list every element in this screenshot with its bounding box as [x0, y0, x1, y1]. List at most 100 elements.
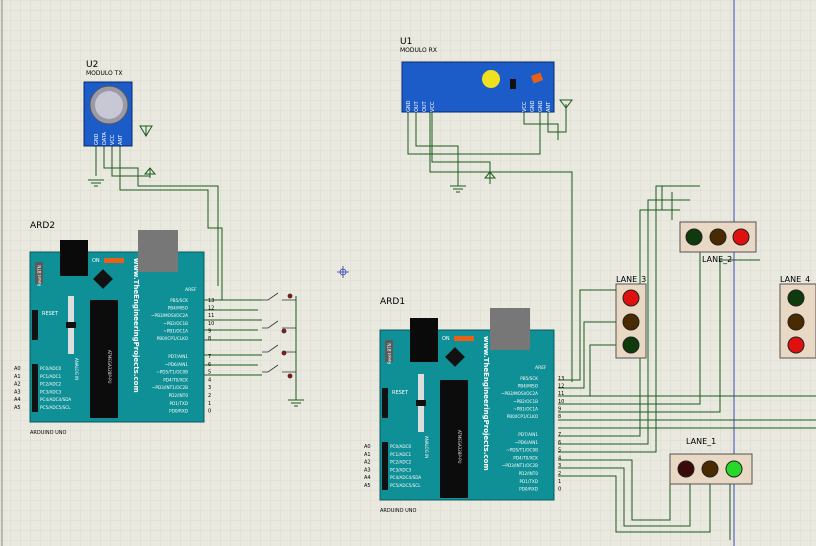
ard2-analog-label: PC0/ADC0: [40, 366, 62, 371]
ard1-pin-label: ~PB1/OC1A: [513, 406, 538, 411]
ard1-analog-number: A0: [364, 444, 371, 450]
lane-1-red-lamp: [677, 460, 695, 478]
ard2-pin-number: 4: [208, 377, 211, 383]
ard2-analog-label: PC4/ADC4/SDA: [40, 397, 71, 402]
arduino-ard2[interactable]: ARD2 Reset BTN ON ATMEGA328P-PU www.TheE…: [29, 221, 205, 436]
u1-ref: U1: [400, 37, 412, 47]
ard2-pin-label: PB5/SCK: [170, 298, 188, 303]
ard1-ref: ARD1: [380, 297, 405, 307]
ard1-analog-label: PC1/ADC1: [390, 452, 412, 457]
pin-labels: PB5/SCK 13 PB4/MISO 1 2 ~PB3/MOSI/OC2A 11 ~PB2/…: [14, 298, 564, 493]
ard1-pin-number: 6: [558, 440, 561, 446]
lane-3-label: LANE_3: [616, 275, 646, 284]
lane-1-light[interactable]: LANE_1: [669, 437, 753, 485]
ard2-pin-number: 9: [208, 328, 211, 334]
ard2-pin-label: ~PD3/INT1/OC2B: [152, 385, 188, 390]
u2-name: MODULO TX: [86, 70, 122, 77]
tx-module-u2[interactable]: U2 MODULO TX GND DATA VCC ANT: [83, 60, 157, 178]
ard2-pin-label: PD4/T0/XCK: [163, 377, 188, 382]
lane-2-red-lamp: [732, 228, 750, 246]
ard1-pin-number: 10: [558, 399, 564, 405]
ard2-pin-label: PD1/TXD: [170, 401, 188, 406]
ard2-ref: ARD2: [30, 221, 55, 231]
u1-pin-out-1: OUT: [414, 100, 420, 112]
ard2-chip-label: ATMEGA328P-PU: [107, 350, 112, 383]
ard1-pin-number: 4: [558, 455, 561, 461]
ard2-pin-number: 10: [208, 321, 214, 327]
lane-3-amber-lamp: [622, 313, 640, 331]
lane-1-label: LANE_1: [686, 437, 716, 446]
ard1-analog-label: PC2/ADC2: [390, 460, 412, 465]
ard1-part: ARDUINO UNO: [380, 508, 417, 514]
u1-pin-gnd-right-1: GND: [530, 100, 536, 112]
ard2-pin-number: 0: [208, 409, 211, 415]
lane-2-light[interactable]: LANE_2: [679, 221, 757, 264]
ard1-analog-in: ANALOG IN: [424, 436, 429, 458]
ard1-pin-label: PB0/ICP1/CLKO: [507, 414, 539, 419]
lane-4-label: LANE_4: [780, 275, 810, 284]
rx-module-u1[interactable]: U1 MODULO RX GND OUT OUT VCC VCC GND GND…: [400, 37, 573, 184]
lane-4-green-lamp: [787, 289, 805, 307]
u2-ref: U2: [86, 60, 98, 70]
lane-2-green-lamp: [685, 228, 703, 246]
ard1-pin-number: 7: [558, 432, 561, 438]
u1-antenna-icon: [559, 99, 573, 109]
ard1-analog-label: PC4/ADC4/SDA: [390, 475, 421, 480]
ard1-aref: AREF: [535, 365, 547, 371]
ard2-part: ARDUINO UNO: [30, 430, 67, 436]
u2-pin-ant: ANT: [118, 134, 124, 145]
ard1-analog-number: A1: [364, 452, 371, 458]
ard1-on-label: ON: [442, 336, 450, 342]
ard2-pin-label: ~PB1/OC1A: [163, 328, 188, 333]
lane-1-amber-lamp: [701, 460, 719, 478]
lane-1-green-lamp: [725, 460, 743, 478]
lane-4-light[interactable]: LANE_4: [779, 275, 816, 359]
lane-4-red-lamp: [787, 336, 805, 354]
ard2-pin-label: ~PD6/AIN1: [165, 362, 189, 367]
ard2-reset-label: RESET: [42, 311, 59, 317]
ard1-pin-label: ~PD3/INT1/OC2B: [502, 463, 538, 468]
ard2-pin-label: ~PB2/OC1B: [163, 321, 188, 326]
u1-pin-vcc-right: VCC: [522, 101, 528, 112]
ard1-analog-label: PC5/ADC5/SCL: [390, 483, 421, 488]
lane-2-amber-lamp: [709, 228, 727, 246]
ard2-pin-label: PD2/INT0: [169, 393, 189, 398]
ard1-pin-number: 11: [558, 391, 564, 397]
ard2-analog-number: A4: [14, 397, 21, 403]
ard1-pin-number: 13: [558, 376, 564, 382]
u1-pin-vcc-left: VCC: [430, 101, 436, 112]
ard1-pin-number: 1: [558, 479, 561, 485]
ard2-analog-label: PC5/ADC5/SCL: [40, 405, 71, 410]
arduino-ard1[interactable]: ARD1 Reset BTN ON ATMEGA328P-PU www.TheE…: [379, 297, 555, 514]
ard2-pin-number: 11: [208, 313, 214, 319]
u2-pin-data: DATA: [102, 132, 108, 145]
ard1-analog-number: A5: [364, 483, 371, 489]
ard2-pin-number: 1: [208, 401, 211, 407]
ard2-reset-btn: Reset BTN: [37, 265, 42, 286]
ard1-pin-label: PB5/SCK: [520, 376, 538, 381]
ard1-analog-number: A2: [364, 460, 371, 466]
ard1-pin-number: 5: [558, 448, 561, 454]
ard2-switches[interactable]: [262, 292, 296, 379]
lane-3-green-lamp: [622, 336, 640, 354]
ard1-pin-label: ~PB2/OC1B: [513, 399, 538, 404]
ard2-analog-number: A5: [14, 405, 21, 411]
ard2-analog-in: ANALOG IN: [74, 358, 79, 380]
u2-pin-gnd: GND: [94, 133, 100, 145]
ard2-brand: www.TheEngineeringProjects.com: [132, 258, 140, 393]
ard1-pin-label: ~PD6/AIN1: [515, 440, 539, 445]
ard1-pin-label: PD0/RXD: [519, 487, 538, 492]
ard1-pin-label: ~PB3/MOSI/OC2A: [501, 391, 538, 396]
ard2-pin-label: PB4/MISO: [168, 306, 189, 311]
lane-4-amber-lamp: [787, 313, 805, 331]
lane-3-light[interactable]: LANE_3: [615, 275, 647, 359]
ard1-pin-label: PD4/T0/XCK: [513, 455, 538, 460]
u1-pin-gnd-right-2: GND: [538, 100, 544, 112]
u2-antenna-icon: [139, 125, 153, 137]
ard1-pin-number: 8: [558, 414, 561, 420]
lane-3-red-lamp: [622, 289, 640, 307]
ard2-pin-number: 2: [208, 393, 211, 399]
lane-2-label: LANE_2: [702, 255, 732, 264]
ard2-on-label: ON: [92, 258, 100, 264]
